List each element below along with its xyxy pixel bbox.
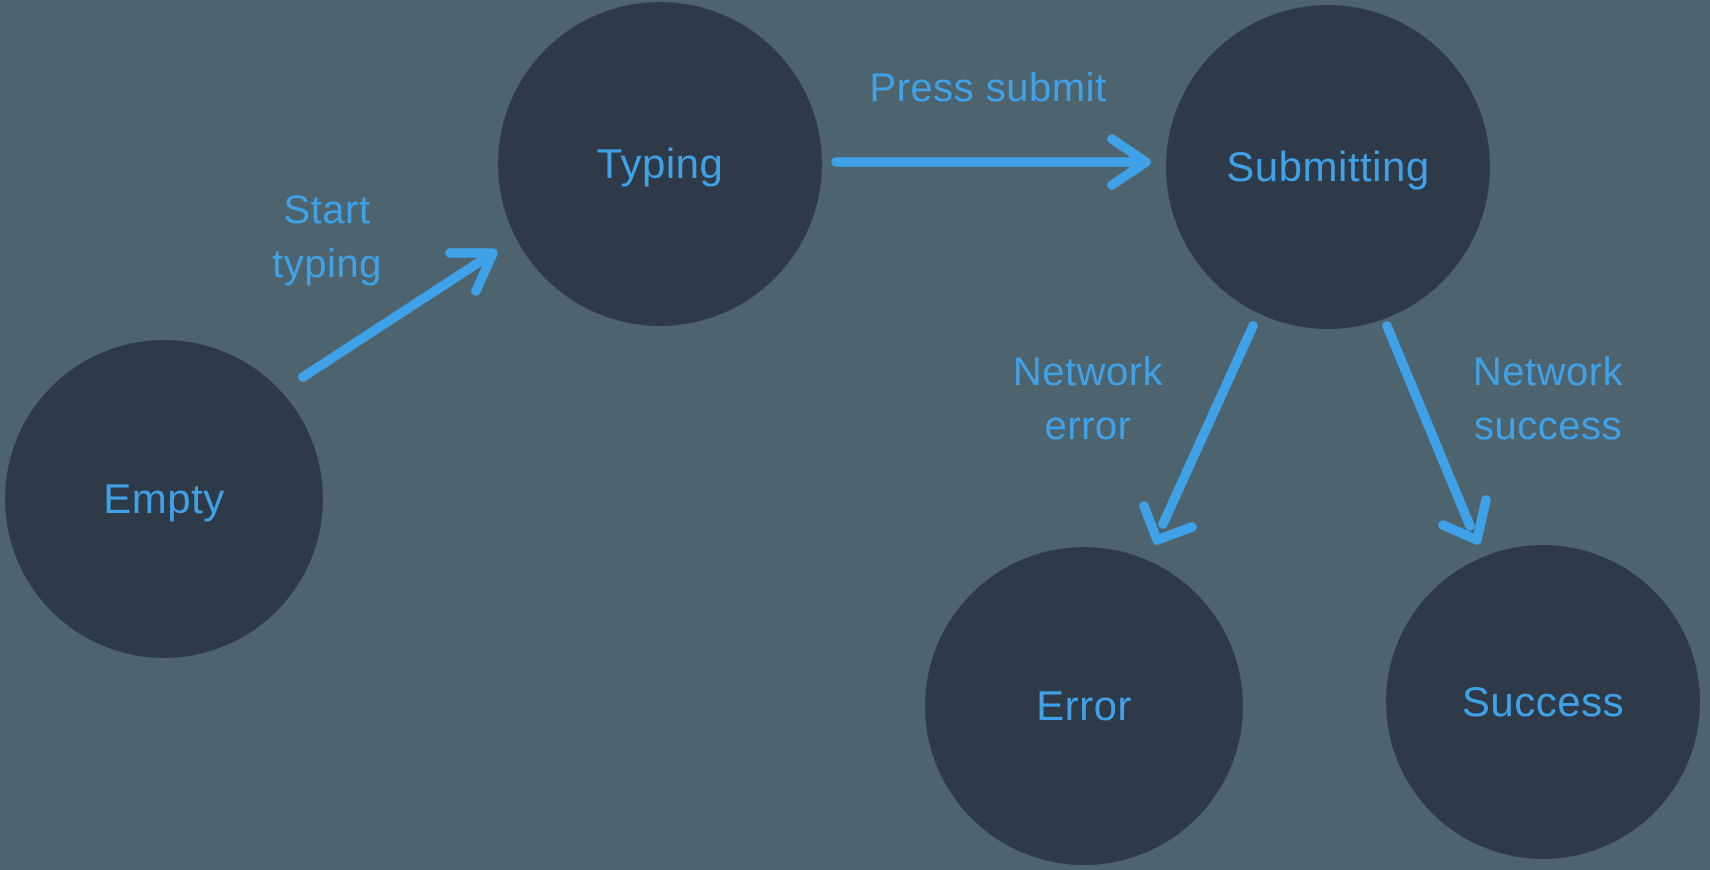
edge-network-error-arrow <box>1139 321 1258 545</box>
edge-label-network-success: Network success <box>1472 350 1624 448</box>
node-empty: Empty <box>5 340 323 658</box>
node-error: Error <box>925 547 1243 865</box>
node-typing-label: Typing <box>596 140 724 187</box>
node-error-label: Error <box>1036 682 1132 729</box>
edge-label-press-submit: Press submit <box>869 66 1107 110</box>
edge-label-network-error: Network error <box>1012 350 1164 448</box>
edge-label-start-typing: Start typing <box>272 188 382 286</box>
node-success: Success <box>1386 545 1700 859</box>
edge-network-success-arrow <box>1382 321 1491 545</box>
node-success-label: Success <box>1461 678 1625 725</box>
edge-start-typing-arrow <box>298 248 498 382</box>
node-submitting-label: Submitting <box>1226 143 1430 190</box>
node-empty-label: Empty <box>103 475 225 522</box>
node-typing: Typing <box>498 2 822 326</box>
edge-press-submit-arrow <box>831 134 1151 190</box>
node-submitting: Submitting <box>1166 5 1490 329</box>
